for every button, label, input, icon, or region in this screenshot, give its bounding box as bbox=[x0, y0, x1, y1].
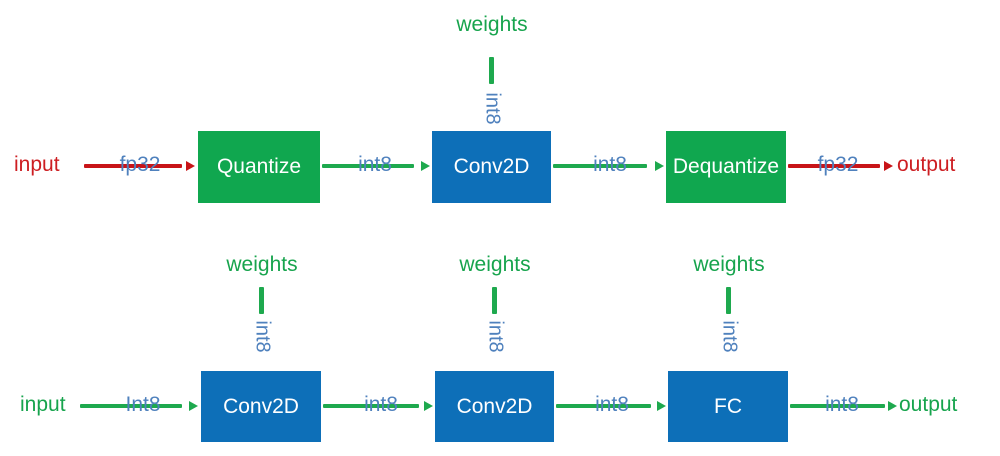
row2-input-dtype-label: Int8 bbox=[125, 393, 161, 416]
row2-input-label: input bbox=[20, 393, 66, 416]
node-row2-conv2d-1: Conv2D bbox=[201, 371, 321, 442]
node-row2-conv2d-2: Conv2D bbox=[435, 371, 554, 442]
row2-edge-output-line bbox=[790, 404, 885, 408]
row1-output-label: output bbox=[897, 153, 956, 176]
row2-output-label: output bbox=[899, 393, 958, 416]
row1-edge1-dtype-label: int8 bbox=[358, 153, 392, 176]
row1-edge2-line bbox=[553, 164, 647, 168]
row2-weights3-line bbox=[726, 287, 731, 314]
row1-edge-output-line bbox=[788, 164, 880, 168]
row2-edge1-dtype-label: int8 bbox=[364, 393, 398, 416]
row1-arrow2-icon bbox=[421, 161, 430, 171]
row2-weights2-dtype: int8 bbox=[484, 319, 507, 353]
row1-weights-label: weights bbox=[456, 13, 528, 36]
row1-edge1-line bbox=[322, 164, 414, 168]
row1-edge-input-line bbox=[84, 164, 182, 168]
node-fc: FC bbox=[668, 371, 788, 442]
row2-weights2-line bbox=[492, 287, 497, 314]
row2-output-dtype-label: int8 bbox=[825, 393, 859, 416]
row1-arrow4-icon bbox=[884, 161, 893, 171]
node-row1-conv2d: Conv2D bbox=[432, 131, 551, 203]
row2-arrow1-icon bbox=[189, 401, 198, 411]
row2-edge-input-line bbox=[80, 404, 182, 408]
row2-weights2-label: weights bbox=[459, 253, 531, 276]
row1-edge2-dtype-label: int8 bbox=[593, 153, 627, 176]
row2-arrow2-icon bbox=[424, 401, 433, 411]
row2-weights1-line bbox=[259, 287, 264, 314]
row1-output-dtype-label: fp32 bbox=[817, 153, 859, 176]
node-dequantize: Dequantize bbox=[666, 131, 786, 203]
row1-weights-line bbox=[489, 57, 494, 84]
row1-input-label: input bbox=[14, 153, 60, 176]
row2-edge2-dtype-label: int8 bbox=[595, 393, 629, 416]
row2-arrow3-icon bbox=[657, 401, 666, 411]
node-quantize: Quantize bbox=[198, 131, 320, 203]
row2-arrow4-icon bbox=[888, 401, 897, 411]
row2-weights3-label: weights bbox=[693, 253, 765, 276]
row1-weights-dtype: int8 bbox=[481, 91, 504, 125]
row2-weights1-label: weights bbox=[226, 253, 298, 276]
row2-weights1-dtype: int8 bbox=[251, 319, 274, 353]
row2-edge1-line bbox=[323, 404, 419, 408]
row2-weights3-dtype: int8 bbox=[718, 319, 741, 353]
row1-input-dtype-label: fp32 bbox=[119, 153, 161, 176]
row1-arrow1-icon bbox=[186, 161, 195, 171]
row2-edge2-line bbox=[556, 404, 651, 408]
row1-arrow3-icon bbox=[655, 161, 664, 171]
